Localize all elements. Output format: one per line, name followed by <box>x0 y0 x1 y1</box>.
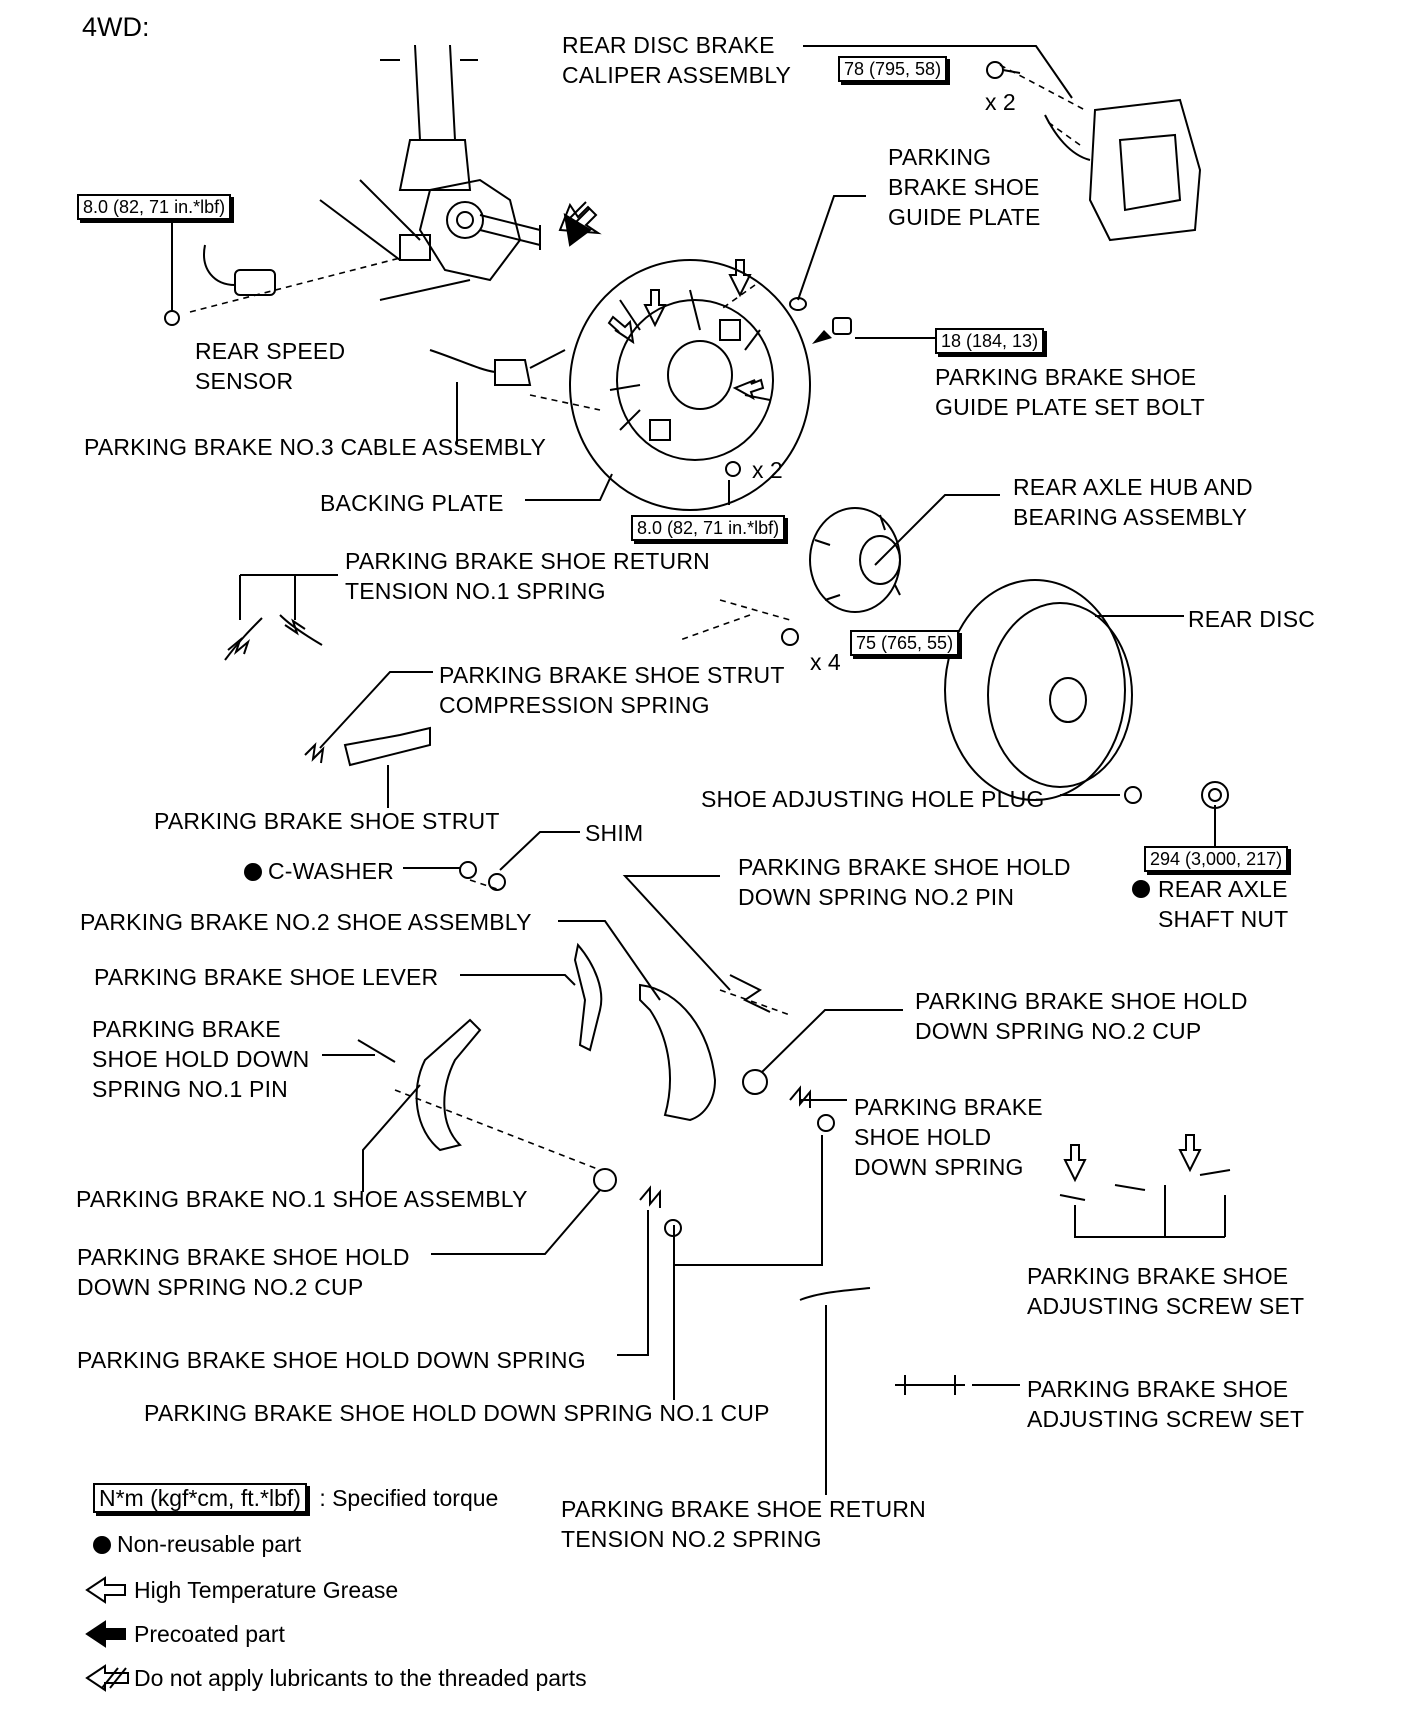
leader-shim <box>499 831 580 871</box>
label-no2-cup-left: PARKING BRAKE SHOE HOLD DOWN SPRING NO.2… <box>77 1244 410 1300</box>
label-guide-plate: PARKING BRAKE SHOE GUIDE PLATE <box>888 144 1041 230</box>
non-reusable-dot-icon <box>1132 880 1150 898</box>
label-rear-disc: REAR DISC <box>1188 606 1316 632</box>
multiplier-caliper: x 2 <box>985 89 1016 115</box>
strut-drawing <box>304 726 431 767</box>
torque-caliper: 78 (795, 58) <box>838 56 948 82</box>
label-adjusting-screw-set-1: PARKING BRAKE SHOE ADJUSTING SCREW SET <box>1027 1263 1305 1319</box>
torque-guide-bolt: 18 (184, 13) <box>935 328 1045 354</box>
label-no2-cup-right: PARKING BRAKE SHOE HOLD DOWN SPRING NO.2… <box>915 988 1248 1044</box>
label-hole-plug: SHOE ADJUSTING HOLE PLUG <box>701 786 1045 812</box>
leader-guide-plate <box>797 195 866 301</box>
multiplier-hub: x 4 <box>810 649 841 675</box>
label-adjusting-screw-set-2: PARKING BRAKE SHOE ADJUSTING SCREW SET <box>1027 1376 1305 1432</box>
return-spring1-drawing <box>224 614 323 661</box>
label-shim: SHIM <box>585 820 644 846</box>
label-no2-shoe: PARKING BRAKE NO.2 SHOE ASSEMBLY <box>80 909 532 935</box>
label-no1-cup: PARKING BRAKE SHOE HOLD DOWN SPRING NO.1… <box>144 1400 770 1426</box>
no1-shoe-drawing <box>415 1018 482 1152</box>
legend-icons <box>85 1576 129 1692</box>
torque-sensor: 8.0 (82, 71 in.*lbf) <box>77 194 232 220</box>
label-no1-pin: PARKING BRAKE SHOE HOLD DOWN SPRING NO.1… <box>92 1016 310 1102</box>
multiplier-backing: x 2 <box>752 457 783 483</box>
leader-hold-spring-l <box>617 1210 649 1356</box>
label-c-washer: C-WASHER <box>244 856 394 886</box>
legend-torque-text: : Specified torque <box>319 1485 499 1511</box>
guide-plate-drawing <box>789 297 852 335</box>
leader-no2-pin <box>622 875 731 991</box>
leader-return1 <box>239 574 338 620</box>
precoated-icon <box>85 1620 126 1648</box>
cable-drawing <box>429 349 566 386</box>
leader-hub <box>874 494 1000 566</box>
leader-no2-shoe <box>558 920 661 1001</box>
leader-backing <box>525 473 613 501</box>
label-strut: PARKING BRAKE SHOE STRUT <box>154 808 500 834</box>
grease-arrows <box>607 259 1202 1183</box>
leader-no2-cup-r <box>761 1009 903 1073</box>
torque-hub: 75 (765, 55) <box>850 630 960 656</box>
label-speed-sensor: REAR SPEED SENSOR <box>195 338 346 394</box>
backing-plate-drawing <box>569 259 811 511</box>
label-return-spring-1: PARKING BRAKE SHOE RETURN TENSION NO.1 S… <box>345 548 710 604</box>
legend-no-lube: Do not apply lubricants to the threaded … <box>134 1665 587 1691</box>
leader-no1-shoe <box>362 1084 421 1192</box>
label-strut-spring: PARKING BRAKE SHOE STRUT COMPRESSION SPR… <box>439 662 785 718</box>
no-lube-arrow-diagram <box>558 201 602 235</box>
legend-torque: N*m (kgf*cm, ft.*lbf) : Specified torque <box>93 1483 498 1513</box>
grease-icon <box>85 1576 126 1604</box>
label-return-spring-2: PARKING BRAKE SHOE RETURN TENSION NO.2 S… <box>561 1496 926 1552</box>
legend-precoated: Precoated part <box>134 1621 285 1647</box>
leader-lever <box>460 974 576 986</box>
legend-non-reusable: Non-reusable part <box>93 1529 301 1559</box>
c-washer-text: C-WASHER <box>268 858 394 884</box>
legend-non-reusable-text: Non-reusable part <box>117 1531 302 1557</box>
knuckle-strut-drawing <box>319 44 592 301</box>
axle-nut-text: REAR AXLE SHAFT NUT <box>1158 876 1289 932</box>
hub-drawing <box>781 507 901 646</box>
label-axle-nut: REAR AXLE SHAFT NUT <box>1132 874 1289 934</box>
leader-no1-cup <box>673 1135 823 1400</box>
label-hub: REAR AXLE HUB AND BEARING ASSEMBLY <box>1013 474 1253 530</box>
torque-axle-nut: 294 (3,000, 217) <box>1144 846 1289 872</box>
small-parts-drawing <box>357 974 1231 1395</box>
no-lube-icon <box>85 1664 129 1692</box>
leader-adjust1 <box>1074 1185 1226 1238</box>
leader-strut-spring <box>319 671 433 749</box>
label-backing-plate: BACKING PLATE <box>320 490 504 516</box>
caliper-drawing <box>986 61 1202 242</box>
leader-no2-cup-l <box>431 1189 601 1255</box>
lever-drawing <box>573 942 603 1052</box>
leader-caliper <box>803 45 1073 99</box>
label-guide-bolt: PARKING BRAKE SHOE GUIDE PLATE SET BOLT <box>935 364 1205 420</box>
rear-speed-sensor-drawing <box>164 244 276 326</box>
label-hold-spring-left: PARKING BRAKE SHOE HOLD DOWN SPRING <box>77 1347 586 1373</box>
precoat-arrow-bolt <box>812 330 832 344</box>
c-washer-drawing <box>459 861 477 879</box>
label-caliper: REAR DISC BRAKE CALIPER ASSEMBLY <box>562 32 792 88</box>
axle-nut-drawing <box>1201 781 1229 809</box>
rear-disc-drawing <box>944 579 1133 801</box>
label-no1-shoe: PARKING BRAKE NO.1 SHOE ASSEMBLY <box>76 1186 528 1212</box>
legend-torque-box: N*m (kgf*cm, ft.*lbf) <box>93 1483 307 1513</box>
label-no2-pin: PARKING BRAKE SHOE HOLD DOWN SPRING NO.2… <box>738 854 1071 910</box>
label-lever: PARKING BRAKE SHOE LEVER <box>94 964 439 990</box>
label-cable: PARKING BRAKE NO.3 CABLE ASSEMBLY <box>84 434 547 460</box>
torque-backing: 8.0 (82, 71 in.*lbf) <box>631 515 786 541</box>
non-reusable-dot-icon <box>244 863 262 881</box>
label-hold-spring-right: PARKING BRAKE SHOE HOLD DOWN SPRING <box>854 1094 1043 1180</box>
legend-grease: High Temperature Grease <box>134 1577 399 1603</box>
shim-drawing <box>488 873 506 891</box>
page-title: 4WD: <box>82 12 150 42</box>
non-reusable-icon <box>93 1536 111 1554</box>
hole-plug-drawing <box>1124 786 1142 804</box>
no2-shoe-drawing <box>639 983 717 1122</box>
